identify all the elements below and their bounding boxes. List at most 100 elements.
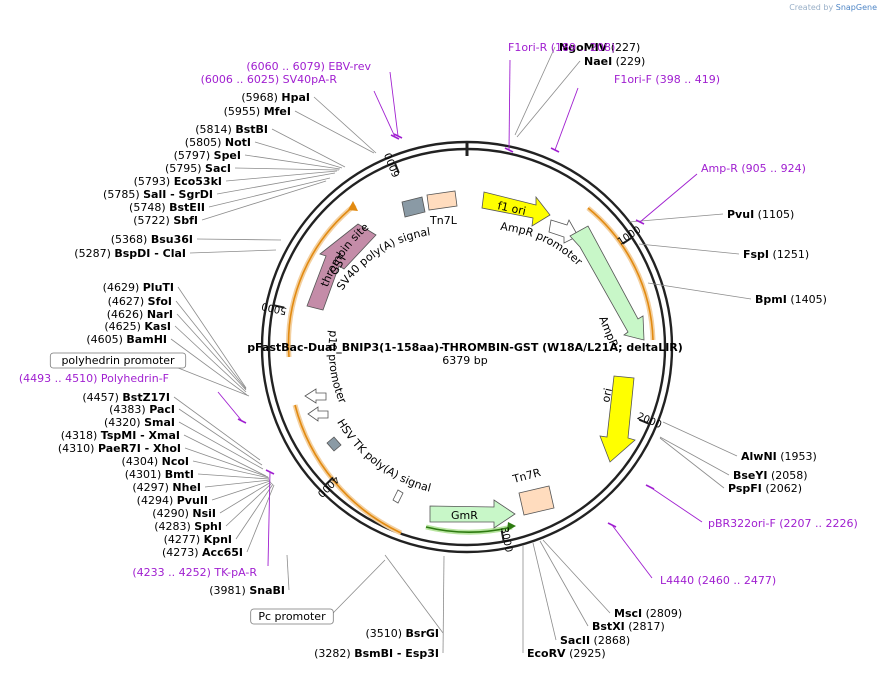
- tick-mark-4000: [323, 476, 334, 487]
- site-label: PvuI (1105): [727, 208, 794, 221]
- tick-label-3000: 3000: [498, 526, 514, 553]
- site-leader: [225, 482, 273, 527]
- site-leader: [662, 421, 738, 457]
- boxed-feature-label: polyhedrin promoter: [61, 354, 175, 367]
- site-leader: [313, 96, 377, 154]
- site-leader: [514, 46, 556, 136]
- site-label: (4310) PaeR7I - XhoI: [58, 442, 181, 455]
- primer-leader: [373, 90, 396, 138]
- site-label: EcoRV (2925): [527, 647, 606, 660]
- primer-label: F1ori-R (189 .. 208): [508, 41, 615, 54]
- site-leader: [176, 313, 247, 391]
- plasmid-backbone: [260, 140, 674, 554]
- f1-ori-arrow: [481, 191, 551, 227]
- gmr-arrow: [429, 499, 516, 529]
- site-label: (3510) BsrGI: [365, 627, 439, 640]
- site-label: (5287) BspDI - ClaI: [74, 247, 186, 260]
- site-label: AlwNI (1953): [741, 450, 817, 463]
- tick-mark-5000: [272, 304, 285, 309]
- plasmid-title: pFastBac-Dual_BNIP3(1-158aa)-THROMBIN-GS…: [247, 341, 683, 367]
- site-leader: [647, 282, 752, 300]
- site-label: (5785) SalI - SgrDI: [103, 188, 213, 201]
- primer-mark: [390, 134, 400, 140]
- site-label: FspI (1251): [743, 248, 809, 261]
- site-leader: [254, 141, 343, 169]
- site-label: (5793) Eco53kI: [134, 175, 222, 188]
- boxed-feature-frame: [250, 608, 334, 625]
- site-label: (4290) NsiI: [152, 507, 216, 520]
- feature-arrows: [304, 190, 645, 529]
- primer-label: (4493 .. 4510) Polyhedrin-F: [19, 372, 169, 385]
- site-label: (4457) BstZ17I: [82, 391, 170, 404]
- site-leader: [201, 180, 327, 221]
- site-label: (4320) SmaI: [104, 416, 175, 429]
- site-leader: [225, 170, 338, 182]
- site-label: NgoMIV (227): [559, 41, 640, 54]
- primer-leader: [639, 173, 698, 223]
- site-label: (5722) SbfI: [133, 214, 198, 227]
- boxed-feature-leader: [175, 366, 250, 397]
- gst-arrow: [306, 223, 377, 311]
- site-label: (4605) BamHI: [86, 333, 167, 346]
- site-leader: [638, 243, 740, 255]
- primer-label: (6006 .. 6025) SV40pA-R: [201, 73, 338, 86]
- hsv-tk-box: [392, 489, 404, 504]
- site-leader: [244, 154, 341, 170]
- p10-promoter-arrow: [304, 388, 327, 404]
- primer-leader: [389, 71, 399, 137]
- site-leader: [208, 177, 331, 208]
- primer-label: (4233 .. 4252) TK-pA-R: [132, 566, 257, 579]
- site-label: (5968) HpaI: [241, 91, 310, 104]
- boxed-feature-frame: [49, 352, 187, 369]
- tn7r-box: [518, 485, 555, 516]
- sv40-box: [401, 196, 426, 218]
- f1-ori-label: f1 ori: [496, 199, 527, 218]
- site-label: (5795) SacI: [165, 162, 231, 175]
- site-leader: [539, 540, 589, 627]
- site-label: NaeI (229): [584, 55, 645, 68]
- site-leader: [235, 483, 274, 540]
- site-label: (3981) SnaBI: [209, 584, 285, 597]
- primer-leader: [554, 87, 579, 151]
- terminator-small: [326, 436, 342, 452]
- site-label: (4383) PacI: [109, 403, 175, 416]
- hsv-tk-label: HSV TK poly(A) signal: [334, 417, 432, 495]
- site-label: (4318) TspMI - XmaI: [61, 429, 180, 442]
- site-label: SacII (2868): [560, 634, 630, 647]
- primer-mark: [237, 418, 247, 424]
- primer-leader: [217, 391, 243, 422]
- site-leader: [294, 110, 375, 154]
- gmr-label: GmR: [451, 509, 478, 522]
- site-leader: [189, 249, 277, 254]
- site-label: PspFI (2062): [728, 482, 802, 495]
- site-leader: [170, 338, 248, 396]
- site-label: (5955) MfeI: [224, 105, 291, 118]
- primer-leader: [649, 486, 703, 523]
- site-label: (4629) PluTI: [103, 281, 174, 294]
- leader-layer: [170, 46, 752, 654]
- site-label: (5748) BstEII: [129, 201, 205, 214]
- site-leader: [628, 213, 724, 223]
- tn7l-box: [426, 190, 458, 211]
- primer-leader: [611, 524, 653, 579]
- primer-mark: [265, 469, 275, 475]
- site-label: (4304) NcoI: [122, 455, 189, 468]
- site-leader: [183, 434, 267, 477]
- primer-leader: [267, 471, 271, 567]
- site-leader: [196, 238, 282, 241]
- site-leader: [211, 480, 271, 501]
- primer-mark: [550, 147, 560, 153]
- site-leader: [384, 554, 444, 634]
- site-leader: [197, 473, 270, 480]
- site-leader: [532, 542, 557, 641]
- snapgene-logo: SnapGene: [835, 3, 877, 12]
- site-label: (5805) NotI: [185, 136, 251, 149]
- plasmid-size: 6379 bp: [442, 354, 487, 367]
- site-label: (5797) SpeI: [174, 149, 241, 162]
- site-leader: [286, 554, 290, 591]
- site-leader: [173, 396, 261, 461]
- snapgene-credit: Created by SnapGene: [789, 3, 877, 12]
- site-label: BstXI (2817): [592, 620, 665, 633]
- tick-label-2000: 2000: [635, 411, 663, 431]
